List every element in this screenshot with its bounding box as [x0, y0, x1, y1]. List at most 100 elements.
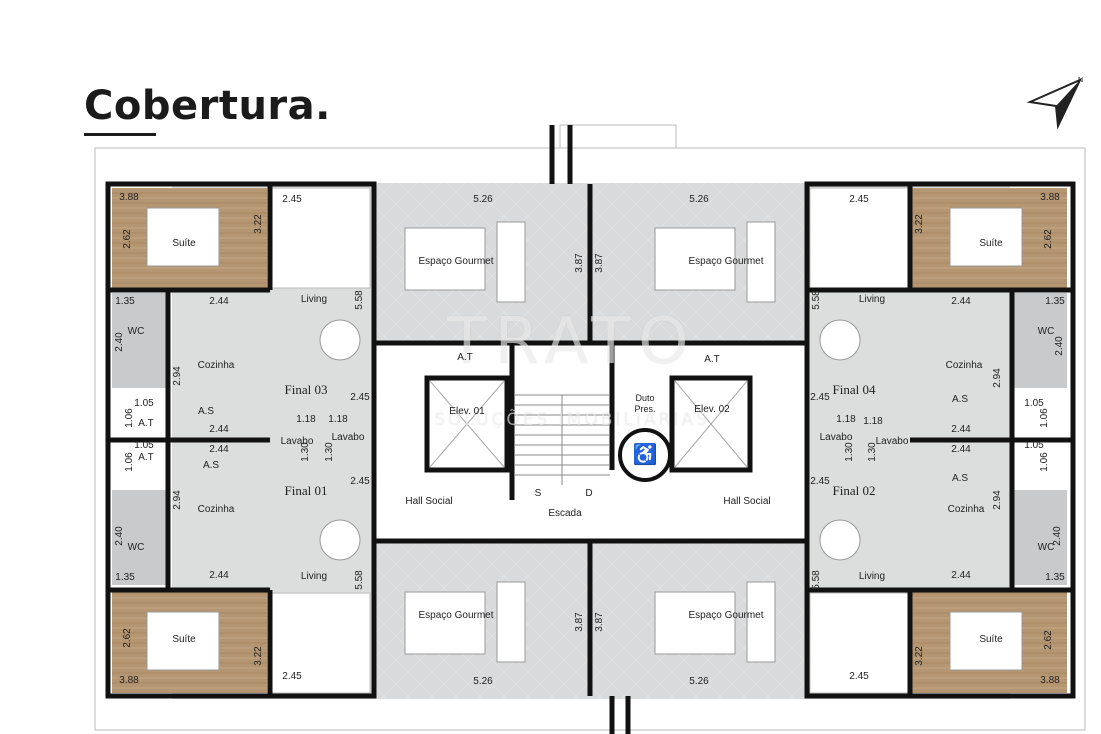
dim-label: 2.62 [1043, 229, 1054, 249]
room-lavabo: Lavabo [819, 432, 853, 443]
dim-label: 1.18 [863, 416, 883, 427]
dim-label: 5.26 [473, 676, 493, 687]
room-wc: WC [1037, 542, 1055, 553]
dim-label: 2.62 [1043, 630, 1054, 650]
room-living: Living [858, 571, 886, 582]
dim-label: 5.58 [354, 570, 365, 590]
stair-down-label: D [585, 488, 593, 499]
unit-name: Final 01 [284, 483, 328, 498]
dim-label: 2.45 [350, 476, 370, 487]
dim-label: 2.94 [172, 490, 183, 510]
dim-label: 5.26 [689, 194, 709, 205]
dim-label: 1.18 [328, 414, 348, 425]
dim-label: 2.45 [849, 194, 869, 205]
room-hall: Hall Social [405, 496, 453, 507]
dim-label: 1.35 [115, 572, 135, 583]
dim-label: 2.44 [951, 296, 971, 307]
dim-label: 1.18 [836, 414, 856, 425]
dim-label: 1.06 [124, 452, 135, 472]
dim-label: 2.94 [172, 366, 183, 386]
dim-label: 1.05 [134, 440, 154, 451]
dim-label: 2.44 [209, 444, 229, 455]
dim-label: 1.30 [844, 442, 855, 462]
dim-label: 1.35 [1045, 296, 1065, 307]
dim-label: 3.88 [119, 675, 139, 686]
room-lavabo: Lavabo [331, 432, 365, 443]
wheelchair-icon: ♿ [632, 444, 658, 466]
dim-label: 3.22 [914, 214, 925, 234]
dim-label: 2.44 [209, 570, 229, 581]
stair-up-label: S [534, 488, 542, 499]
room-wc: WC [127, 542, 145, 553]
room-at: A.T [138, 452, 154, 463]
dim-label: 3.88 [1040, 192, 1060, 203]
dim-label: 2.45 [849, 671, 869, 682]
elevator-2: Elev. 02 [694, 404, 730, 415]
room-living: Living [300, 294, 328, 305]
dim-label: 3.87 [574, 612, 585, 632]
room-suite: Suíte [979, 238, 1003, 249]
dim-label: 3.88 [1040, 675, 1060, 686]
dim-label: 1.05 [1024, 440, 1044, 451]
room-living: Living [300, 571, 328, 582]
dim-label: 5.58 [354, 290, 365, 310]
room-as: A.S [951, 473, 969, 484]
room-at: A.T [704, 354, 720, 365]
dim-label: 3.87 [594, 253, 605, 273]
room-lavabo: Lavabo [875, 436, 909, 447]
dim-label: 2.94 [992, 368, 1003, 388]
dim-label: 3.22 [914, 646, 925, 666]
dim-label: 1.06 [1039, 452, 1050, 472]
dim-label: 2.45 [810, 392, 830, 403]
dim-label: 2.45 [810, 476, 830, 487]
dim-label: 1.05 [134, 398, 154, 409]
dim-label: 5.26 [689, 676, 709, 687]
room-gourmet: Espaço Gourmet [418, 610, 494, 621]
room-cozinha: Cozinha [947, 504, 985, 515]
room-cozinha: Cozinha [945, 360, 983, 371]
dim-label: 3.87 [594, 612, 605, 632]
dim-label: 2.44 [209, 296, 229, 307]
room-wc: WC [1037, 326, 1055, 337]
room-gourmet: Espaço Gourmet [688, 256, 764, 267]
room-hall: Hall Social [723, 496, 771, 507]
room-suite: Suíte [979, 634, 1003, 645]
dim-label: 1.06 [124, 408, 135, 428]
room-as: A.S [202, 460, 220, 471]
dim-label: 2.44 [951, 424, 971, 435]
dim-label: 1.30 [324, 442, 335, 462]
dim-label: 1.05 [1024, 398, 1044, 409]
room-as: A.S [197, 406, 215, 417]
room-cozinha: Cozinha [197, 360, 235, 371]
unit-name: Final 02 [832, 483, 876, 498]
dim-label: 1.35 [1045, 572, 1065, 583]
room-gourmet: Espaço Gourmet [688, 610, 764, 621]
dim-label: 2.40 [114, 526, 125, 546]
dim-label: 2.45 [282, 194, 302, 205]
dim-label: 1.30 [300, 442, 311, 462]
dim-label: 2.44 [951, 570, 971, 581]
dim-label: 1.06 [1039, 408, 1050, 428]
unit-name: Final 04 [832, 382, 876, 397]
room-suite: Suíte [172, 634, 196, 645]
dim-label: 2.44 [209, 424, 229, 435]
dim-label: 2.45 [350, 392, 370, 403]
dim-label: 3.87 [574, 253, 585, 273]
dim-label: 2.94 [992, 490, 1003, 510]
room-suite: Suíte [172, 238, 196, 249]
title-underline [84, 133, 156, 136]
dim-label: 2.62 [122, 229, 133, 249]
dim-label: 1.30 [867, 442, 878, 462]
dim-label: 2.44 [951, 444, 971, 455]
elevator-1: Elev. 01 [449, 406, 485, 417]
dim-label: 2.40 [114, 332, 125, 352]
page-title: Cobertura. [84, 83, 331, 129]
room-at: A.T [457, 352, 473, 363]
room-duto: Duto Pres. [634, 393, 656, 414]
dim-label: 3.88 [119, 192, 139, 203]
dim-label: 3.22 [253, 214, 264, 234]
room-gourmet: Espaço Gourmet [418, 256, 494, 267]
dim-label: 1.18 [296, 414, 316, 425]
dim-label: 2.62 [122, 628, 133, 648]
